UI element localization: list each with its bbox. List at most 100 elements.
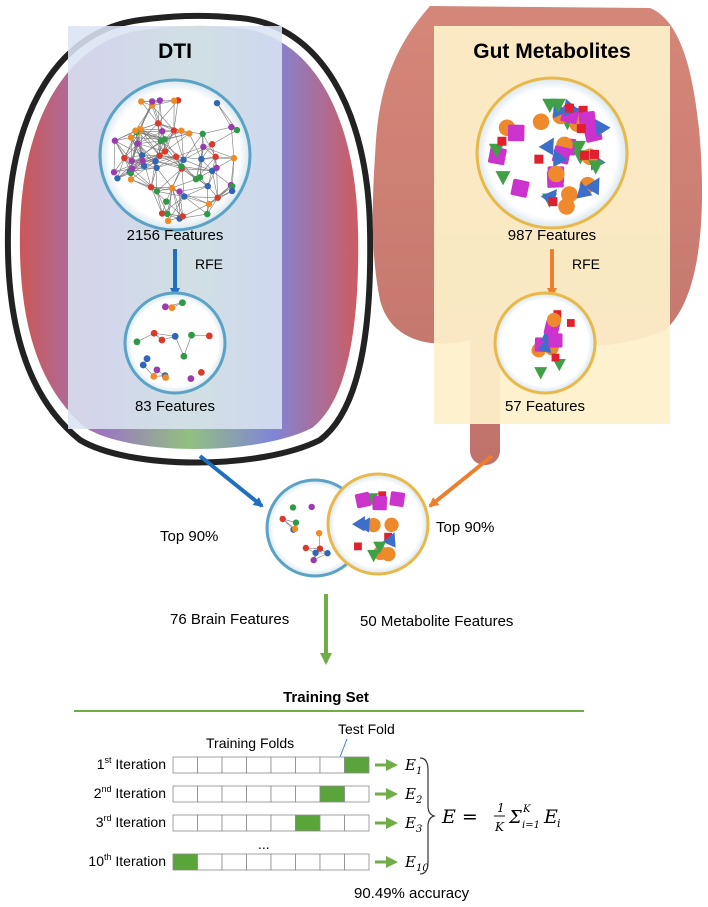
network-edge (160, 140, 182, 167)
metabolite-triangle-shape (488, 143, 504, 158)
network-node (308, 503, 315, 511)
metabolite-triangle-shape (542, 98, 558, 114)
network-node (153, 366, 161, 374)
network-node (292, 519, 300, 526)
network-node (148, 98, 156, 105)
network-node (127, 134, 135, 141)
dti-selected-graph (133, 299, 213, 383)
metabolite-triangle-shape (584, 177, 600, 196)
network-node (139, 157, 146, 165)
network-edge (159, 155, 182, 167)
average-error-formula: E = 1 K Σ i=1 K E i (441, 801, 561, 834)
network-node (289, 504, 297, 511)
network-node (111, 137, 119, 144)
network-node (150, 372, 158, 380)
network-node (192, 175, 200, 183)
training-fold-cell (197, 814, 223, 832)
metabolite-triangle-shape (495, 171, 511, 186)
metabolite-circle-shape (366, 517, 381, 533)
network-node (168, 184, 176, 192)
network-node (180, 352, 188, 360)
dti-merge-arrow (198, 454, 264, 508)
metabolite-circle-shape (381, 547, 396, 562)
network-edge (164, 139, 177, 157)
network-node (186, 130, 193, 137)
network-node (212, 153, 219, 160)
network-edge (160, 140, 184, 161)
training-fold-cell (197, 756, 223, 774)
training-fold-cell (270, 756, 296, 774)
training-fold-cell (221, 814, 247, 832)
training-fold-cell (295, 785, 321, 803)
merged-metabolite-shapes (352, 491, 406, 563)
network-node (172, 153, 180, 160)
network-node (132, 127, 139, 134)
network-edge (132, 155, 160, 169)
network-node (208, 167, 216, 175)
network-node (154, 120, 162, 127)
network-node (150, 329, 158, 337)
training-fold-cell (197, 853, 223, 871)
gut-features-all: 987 Features (508, 227, 596, 244)
network-node (143, 355, 151, 363)
network-node (153, 188, 161, 195)
accuracy-label: 90.49% accuracy (354, 885, 470, 902)
network-edge (175, 156, 197, 180)
network-node (139, 361, 147, 369)
network-node (134, 140, 141, 147)
metabolite-square-shape (548, 333, 563, 348)
network-node (208, 141, 216, 148)
network-node (158, 336, 166, 344)
dti-features-all: 2156 Features (127, 227, 224, 244)
training-fold-cell (270, 785, 296, 803)
network-edge (174, 336, 185, 357)
network-node (180, 156, 187, 164)
network-node (229, 183, 236, 190)
metabolite-small-square-shape (384, 532, 393, 541)
network-edge (124, 131, 137, 159)
network-edge (183, 159, 213, 172)
network-edge (181, 166, 213, 172)
training-fold-cell (246, 853, 272, 871)
network-node (161, 303, 169, 311)
network-edge (154, 332, 176, 337)
svg-text:E =: E = (441, 806, 478, 828)
network-edge (156, 156, 177, 169)
network-edge (137, 143, 157, 168)
network-edge (137, 143, 156, 162)
network-edge (117, 157, 125, 179)
network-edge (166, 201, 184, 217)
training-fold-cell (319, 756, 345, 774)
network-node (200, 143, 207, 151)
network-node (179, 213, 187, 220)
network-edge (206, 186, 209, 215)
network-node (204, 210, 211, 218)
network-edge (171, 178, 197, 189)
metabolite-features-count: 50 Metabolite Features (360, 613, 513, 630)
training-fold-cell (319, 853, 345, 871)
iteration-error: E10 (404, 853, 429, 874)
metabolite-small-square-shape (548, 197, 558, 207)
training-fold-cell (197, 785, 223, 803)
network-node (152, 158, 159, 165)
svg-text:i=1: i=1 (522, 820, 540, 831)
dti-title: DTI (158, 40, 192, 63)
network-edge (137, 143, 166, 152)
network-edge (183, 335, 192, 357)
network-edge (157, 123, 182, 132)
training-fold-cell (221, 756, 247, 774)
network-node (204, 182, 211, 190)
network-node (233, 126, 241, 134)
network-node (121, 154, 128, 162)
metabolite-circle-shape (548, 165, 565, 183)
dti-selected-circle (123, 291, 227, 395)
network-edge (114, 140, 133, 169)
network-edge (152, 100, 175, 106)
svg-text:1: 1 (497, 801, 505, 815)
network-edge (202, 126, 232, 135)
iteration-label: 10th Iteration (88, 852, 166, 869)
network-node (230, 154, 238, 162)
